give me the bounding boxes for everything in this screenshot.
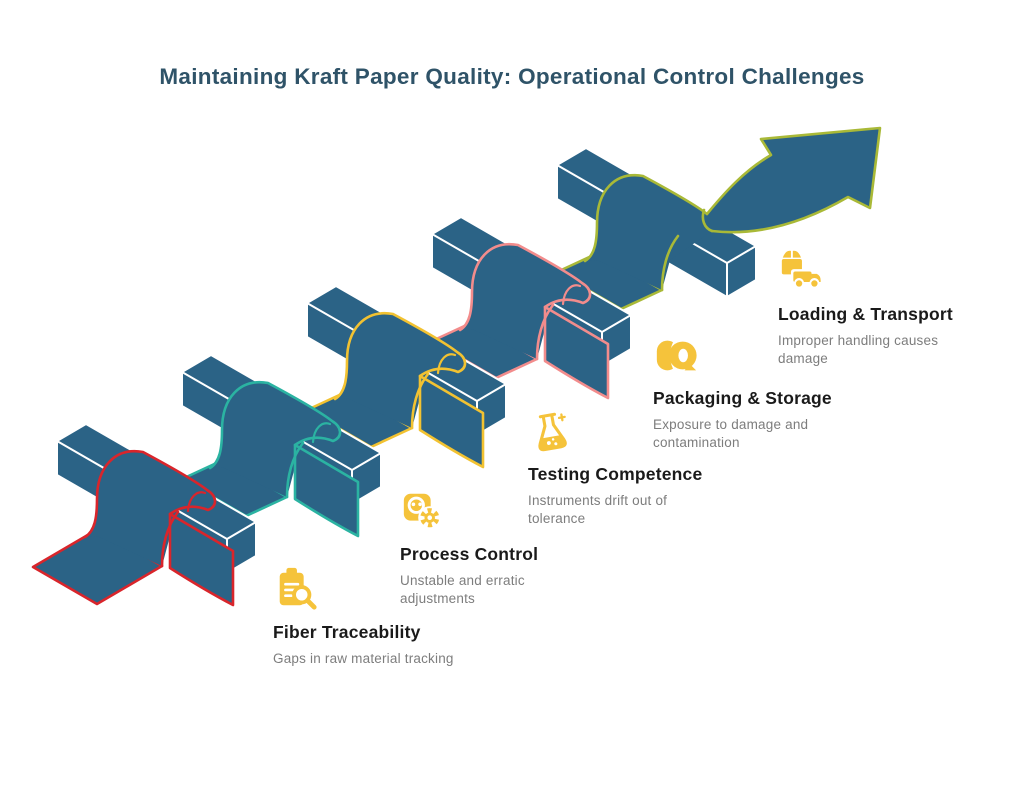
arrow-head bbox=[702, 128, 880, 233]
step-label: Testing Competence bbox=[528, 464, 703, 484]
machine-gear-icon bbox=[403, 493, 442, 530]
step-description: Unstable and erratic adjustments bbox=[400, 573, 525, 606]
box-truck-icon bbox=[781, 250, 821, 288]
ribbon-segment-1 bbox=[31, 423, 257, 607]
ribbon-segment-4 bbox=[430, 216, 632, 400]
step-description: Gaps in raw material tracking bbox=[273, 651, 454, 666]
step-label: Packaging & Storage bbox=[653, 388, 832, 408]
lab-flask-icon bbox=[538, 412, 567, 452]
ribbon-segment-5 bbox=[555, 126, 882, 311]
step-label: Fiber Traceability bbox=[273, 622, 421, 642]
step-description: Instruments drift out of tolerance bbox=[528, 493, 668, 526]
step-loading-transport: Loading & Transport Improper handling ca… bbox=[778, 248, 963, 368]
step-description: Exposure to damage and contamination bbox=[653, 417, 809, 450]
ribbon-segment-3 bbox=[305, 285, 507, 469]
step-packaging-storage: Packaging & Storage Exposure to damage a… bbox=[653, 332, 838, 452]
step-testing-competence: Testing Competence Instruments drift out… bbox=[528, 408, 713, 528]
step-fiber-traceability: Fiber Traceability Gaps in raw material … bbox=[273, 566, 454, 668]
step-description: Improper handling causes damage bbox=[778, 333, 939, 366]
step-label: Loading & Transport bbox=[778, 304, 953, 324]
step-label: Process Control bbox=[400, 544, 539, 564]
step-process-control: Process Control Unstable and erratic adj… bbox=[400, 488, 585, 608]
page-title: Maintaining Kraft Paper Quality: Operati… bbox=[159, 64, 865, 89]
paper-roll-icon bbox=[656, 340, 697, 371]
clipboard-search-icon bbox=[279, 567, 317, 610]
